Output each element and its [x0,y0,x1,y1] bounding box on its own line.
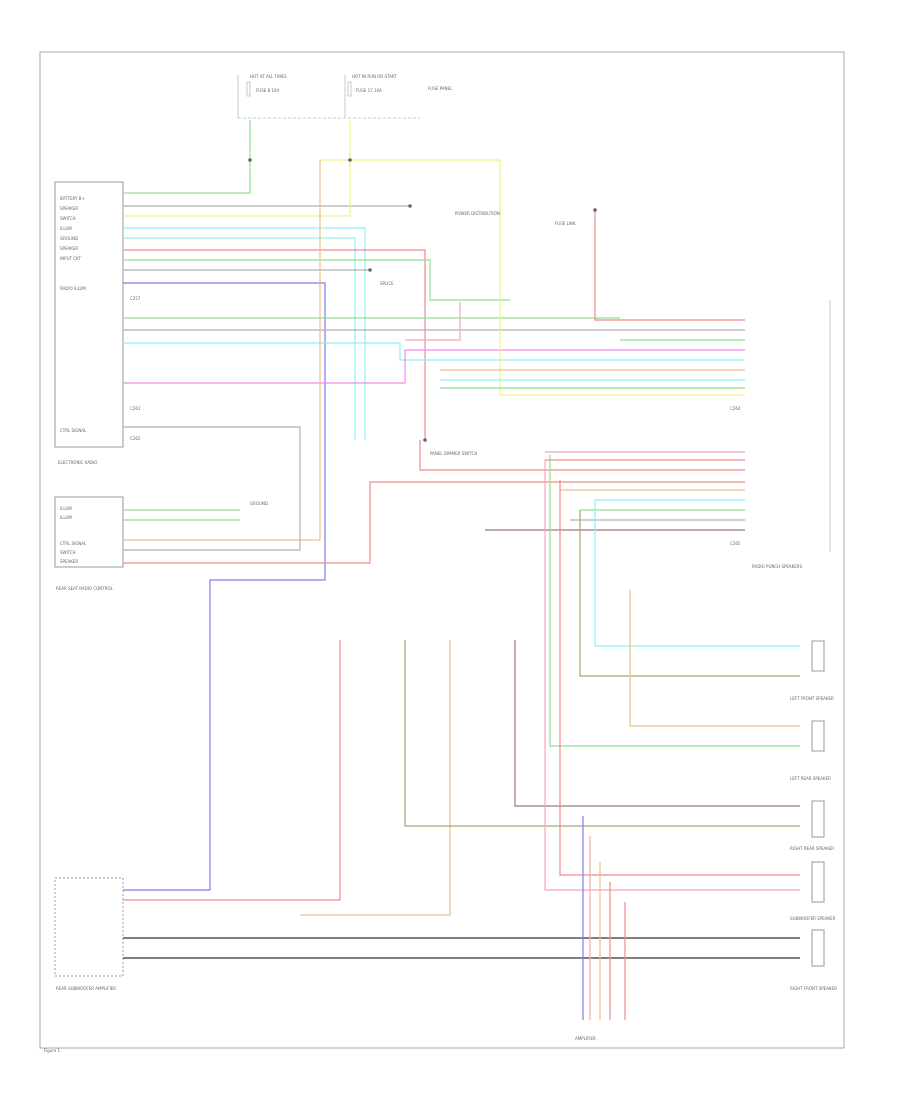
radio-line-5: SPEAKER [60,246,78,251]
speaker-3: RIGHT REAR SPEAKER [790,800,834,851]
amp-label: AMPLIFIER [575,1036,596,1041]
splice-dot [248,158,252,162]
ctrl-line-3: SWITCH [60,550,76,555]
speaker-right-title: RADIO PUNCH SPEAKERS [752,564,803,569]
fuse-panel-label: FUSE PANEL [428,86,453,91]
ground-label: GROUND [250,501,268,506]
speaker-2: LEFT REAR SPEAKER [790,720,831,781]
wire-tan [629,590,800,727]
speaker-header: C264 C265 RADIO PUNCH SPEAKERS [730,300,831,569]
radio-line-1: SPEAKER [60,206,78,211]
radio-line-3: ILLUM [60,226,72,231]
speaker-5-label: RIGHT FRONT SPEAKER [790,986,837,991]
power-point-label: POWER DISTRIBUTION [455,211,500,216]
wire-cyan [594,500,800,647]
wire-cyan [123,227,366,440]
wire-green [123,259,510,301]
wire-pink [544,460,800,891]
speaker-5: RIGHT FRONT SPEAKER [790,929,837,991]
wire-tan [123,160,321,541]
wire-yellow [320,159,745,396]
radio-c2: C261 [130,406,141,411]
wire-yellow [123,120,351,217]
radio-line-2: SWITCH [60,216,76,221]
splice-dot [408,204,412,208]
ctrl-title: REAR SEAT RADIO CONTROL [56,586,114,591]
wire-gray [123,426,301,551]
wire-pink [405,302,461,341]
radio-c1: C257 [130,296,141,301]
c-label-2: C265 [730,541,741,546]
radio-line-4: GROUND [60,236,78,241]
wire-tan [300,640,451,916]
speaker-4: SUBWOOFER SPEAKER [790,861,836,921]
dimmer-label: PANEL DIMMER SWITCH [430,451,477,456]
wire-brown [514,640,800,807]
wire-cyan [123,237,356,440]
wire-blue [123,282,326,891]
amp-bottom-label: REAR SUBWOOFER AMPLIFIER [56,986,116,991]
splice-dot [593,208,597,212]
speaker-1-label: LEFT FRONT SPEAKER [790,696,834,701]
fuse-b-label: FUSE 17 10A [356,88,382,93]
wire-red [419,440,745,471]
radio-title: ELECTRONIC RADIO [58,460,97,465]
fuse-link-label: FUSE LINK [555,221,576,226]
c-label: C264 [730,406,741,411]
fuse-run-label: HOT IN RUN OR START [352,74,397,79]
wire-violet [123,349,620,384]
wires [123,120,800,1020]
fuse-a-label: FUSE 8 10A [256,88,279,93]
ctrl-line-4: SPEAKER [60,559,78,564]
wire-green [123,120,251,194]
radio-line-0: BATTERY B+ [60,196,85,201]
wire-red [123,640,341,901]
speaker-4-label: SUBWOOFER SPEAKER [790,916,836,921]
ctrl-line-0: ILLUM [60,506,72,511]
speaker-1: LEFT FRONT SPEAKER [790,640,834,701]
figure-label: Figure 1 [44,1048,60,1053]
radio-illum-label: RADIO ILLUM [60,286,86,291]
wire-cyan [123,342,620,361]
wire-red [559,480,800,876]
speaker-2-label: LEFT REAR SPEAKER [790,776,831,781]
wire-red [594,210,745,321]
radio-ctrl-label: CTRL SIGNAL [60,428,87,433]
splice-dot [348,158,352,162]
wire-red [123,249,426,440]
splice-label: SPLICE [380,281,394,286]
radio-c3: C262 [130,436,141,441]
wire-olive [579,510,800,677]
wire-red [123,481,745,564]
splice-dot [368,268,372,272]
splice-dot [423,438,427,442]
radio-line-6: INPUT CKT [60,256,81,261]
ctrl-line-1: ILLUM [60,515,72,520]
wire-green [549,455,800,747]
wire-olive [404,640,800,827]
rear-subwoofer-amplifier: REAR SUBWOOFER AMPLIFIER [54,877,124,991]
fuse-panel: HOT AT ALL TIMES HOT IN RUN OR START FUS… [237,74,453,119]
fuse-hot-label: HOT AT ALL TIMES [250,74,287,79]
electronic-radio: BATTERY B+ SPEAKER SWITCH ILLUM GROUND S… [54,181,141,465]
diagram-frame [39,51,845,1049]
ctrl-line-2: CTRL SIGNAL [60,541,87,546]
rear-seat-radio-control: ILLUM ILLUM CTRL SIGNAL SWITCH SPEAKER R… [54,496,124,591]
speaker-3-label: RIGHT REAR SPEAKER [790,846,834,851]
